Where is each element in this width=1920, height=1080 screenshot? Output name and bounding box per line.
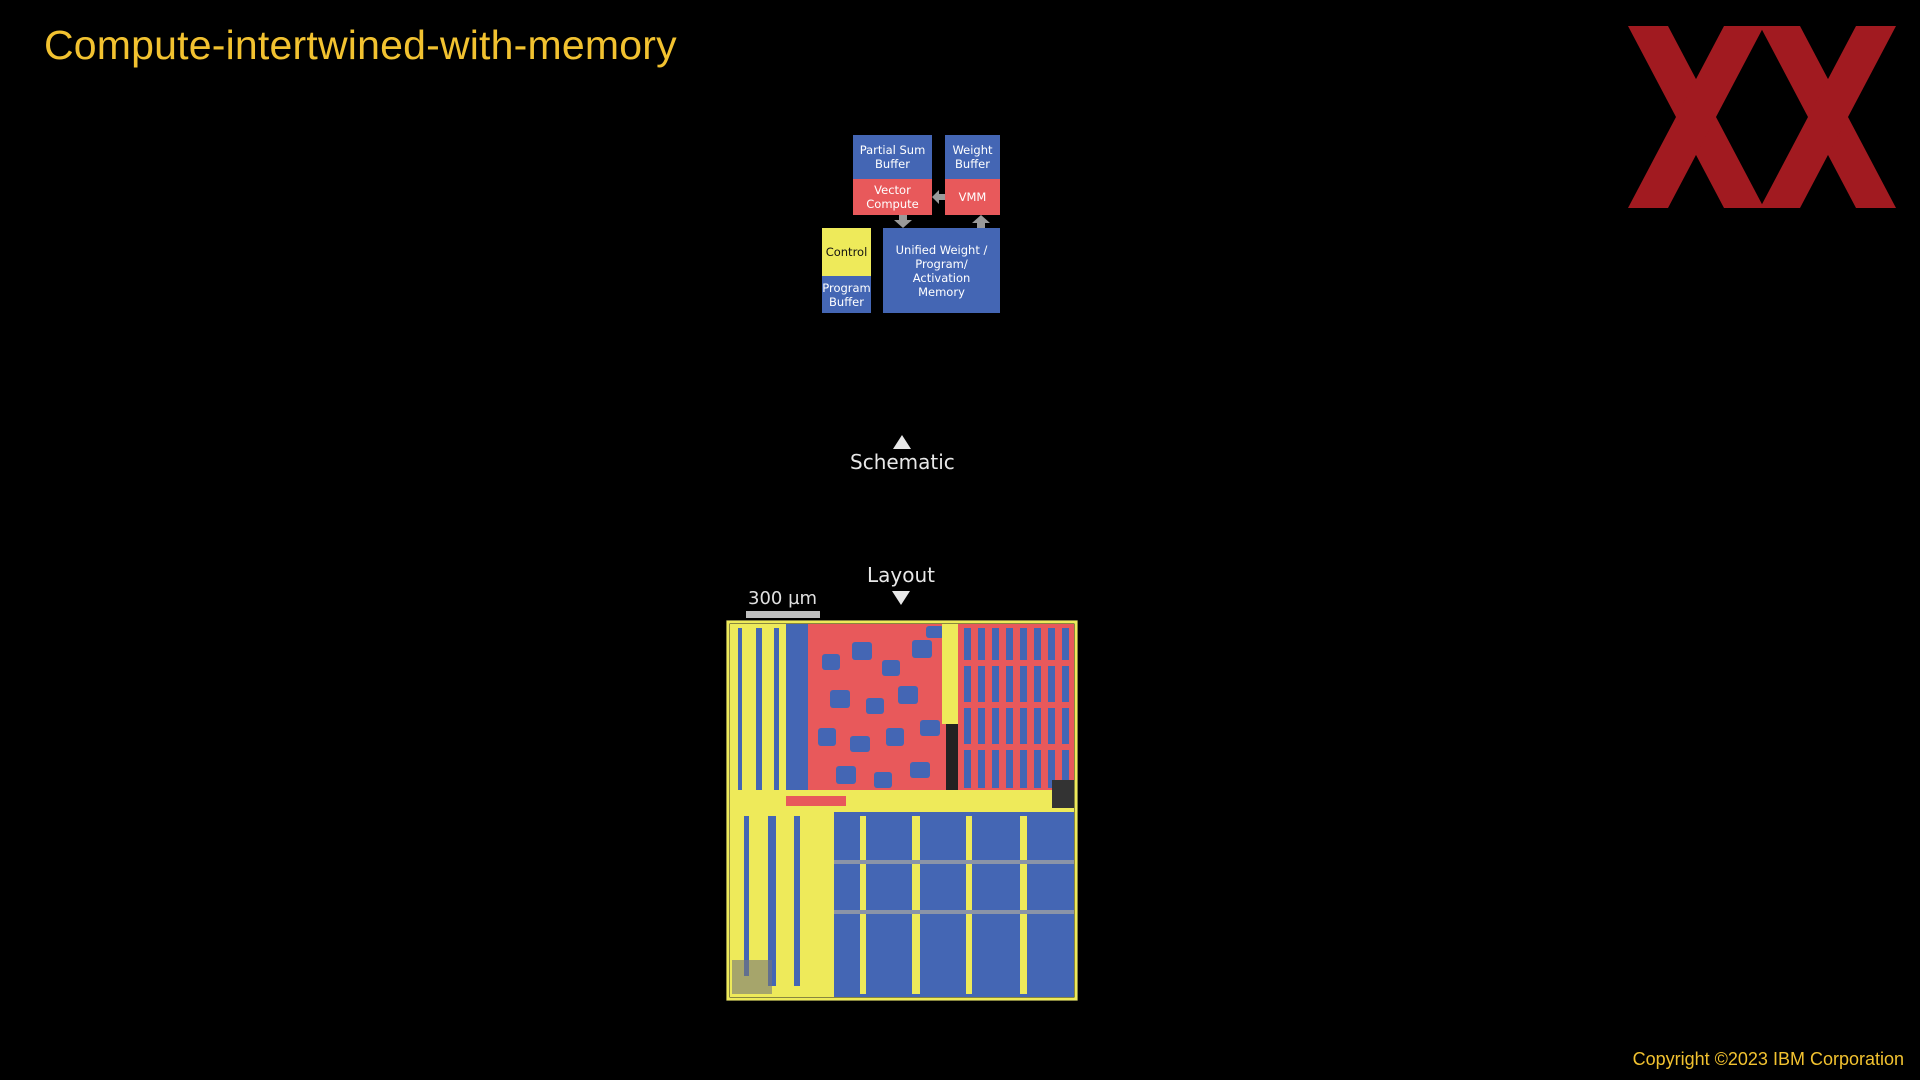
control-block: Control: [822, 228, 871, 276]
scale-bar-label: 300 µm: [748, 588, 818, 609]
chip-layout-image: [726, 620, 1078, 1001]
program-buffer-block: Program Buffer: [822, 276, 871, 313]
vector-compute-block: Vector Compute: [853, 179, 932, 215]
schematic-up-arrow-icon: [893, 435, 911, 449]
partial-sum-buffer-block: Partial Sum Buffer: [853, 135, 932, 179]
weight-buffer-block: Weight Buffer: [945, 135, 1000, 179]
schematic-caption: Schematic: [850, 450, 955, 474]
vector-to-memory-arrow: [894, 215, 912, 228]
vmm-block: VMM: [945, 179, 1000, 215]
memory-to-vmm-arrow: [972, 215, 990, 228]
unified-memory-block: Unified Weight / Program/ Activation Mem…: [883, 228, 1000, 313]
vmm-to-vector-arrow: [932, 190, 945, 204]
double-x-logo-icon: [1628, 26, 1896, 208]
copyright-notice: Copyright ©2023 IBM Corporation: [1632, 1049, 1904, 1069]
scale-bar: [746, 611, 820, 618]
slide-title: Compute-intertwined-with-memory: [44, 22, 677, 68]
layout-down-arrow-icon: [892, 591, 910, 605]
layout-caption: Layout: [867, 563, 935, 587]
